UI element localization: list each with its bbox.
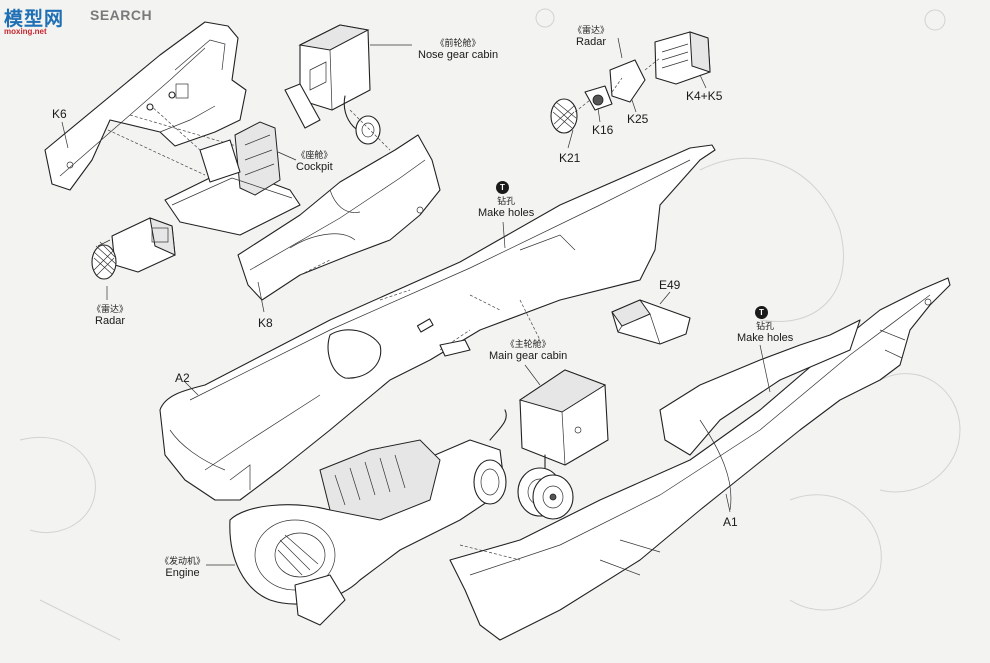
part-a2-fuselage-half <box>159 144 716 501</box>
small-parts <box>146 91 471 357</box>
background-ghost-drawing <box>19 8 961 641</box>
watermark-site: moxing.net <box>4 27 47 36</box>
part-engine <box>229 409 521 626</box>
label-make-holes-mid: 钻孔 Make holes <box>478 196 535 219</box>
part-radar-top <box>550 31 711 134</box>
drill-tool-icon: T <box>496 181 509 194</box>
part-number-k6: K6 <box>52 107 67 121</box>
part-k8-nose-half <box>237 134 441 301</box>
part-number-a2: A2 <box>175 371 190 385</box>
label-make-holes-right: 钻孔 Make holes <box>737 321 794 344</box>
label-nose-gear-cabin: 《前轮舱》 Nose gear cabin <box>418 38 499 61</box>
watermark-brand: 模型网 <box>4 9 65 30</box>
drill-tool-icon: T <box>755 306 768 319</box>
label-main-gear-cabin: 《主轮舱》 Main gear cabin <box>489 339 568 362</box>
label-cockpit: 《座舱》 Cockpit <box>296 150 333 173</box>
part-k6-fuselage-half <box>44 21 251 191</box>
label-engine: 《发动机》 Engine <box>160 556 206 579</box>
part-number-k4k5: K4+K5 <box>686 89 723 103</box>
part-number-k25: K25 <box>627 112 649 126</box>
part-nose-gear-cabin <box>284 24 391 151</box>
part-e49 <box>611 299 691 345</box>
part-number-k8: K8 <box>258 316 273 330</box>
leader-lines <box>61 37 771 566</box>
part-number-k16: K16 <box>592 123 614 137</box>
part-number-k21: K21 <box>559 151 581 165</box>
part-number-e49: E49 <box>659 278 681 292</box>
part-radar-left <box>91 217 176 280</box>
part-main-gear-cabin <box>517 369 609 520</box>
label-radar-top: 《雷达》 Radar <box>573 25 610 48</box>
watermark-search: SEARCH <box>90 7 153 23</box>
part-number-a1: A1 <box>723 515 738 529</box>
label-radar-left: 《雷达》 Radar <box>92 304 129 327</box>
part-a1-fuselage-half <box>449 277 951 641</box>
part-cockpit-tub <box>149 104 301 236</box>
